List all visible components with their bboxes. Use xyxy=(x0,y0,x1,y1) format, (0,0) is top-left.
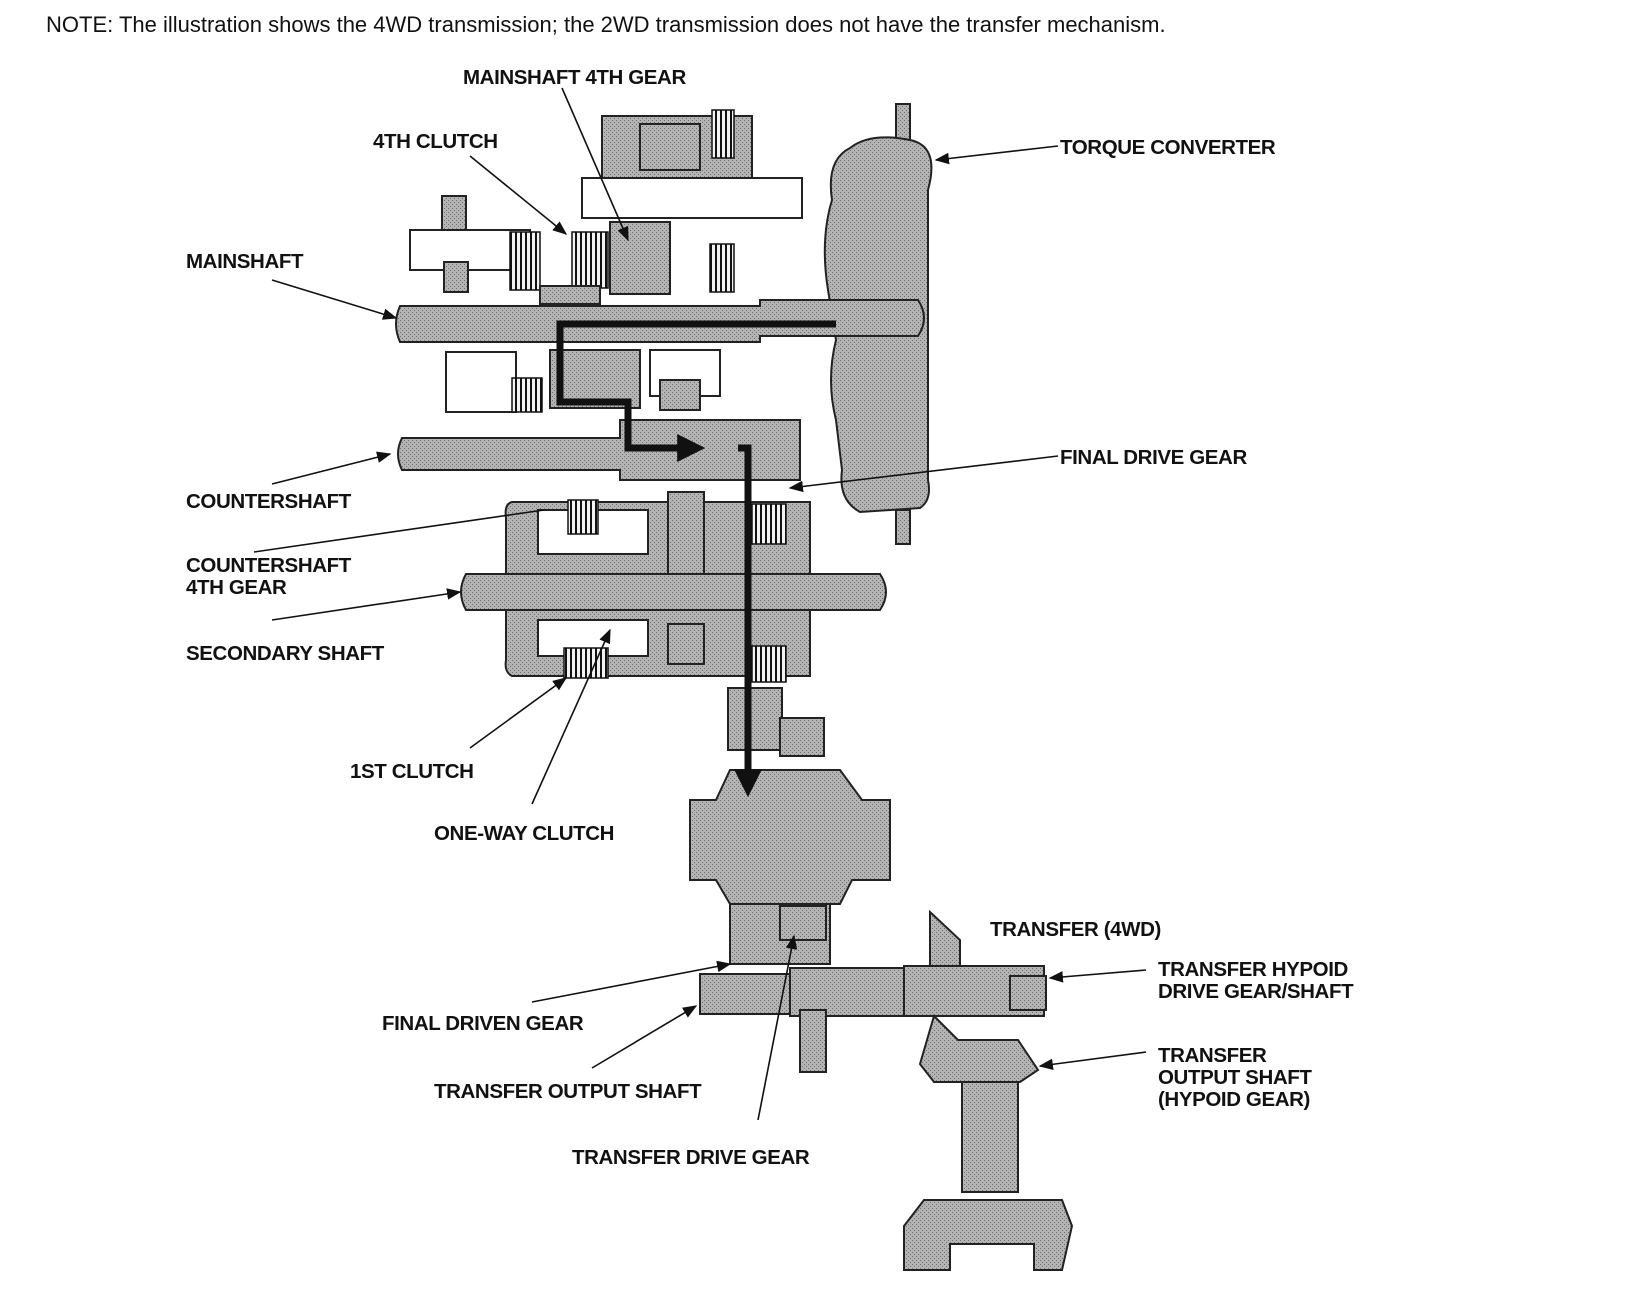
label-4th-clutch: 4TH CLUTCH xyxy=(373,130,498,153)
label-transfer-output-shaft: TRANSFER OUTPUT SHAFT xyxy=(434,1080,702,1103)
label-final-drive-gear: FINAL DRIVE GEAR xyxy=(1060,446,1247,469)
power-flow-path-2 xyxy=(734,444,762,798)
label-transfer-drive-gear: TRANSFER DRIVE GEAR xyxy=(572,1146,810,1169)
label-1st-clutch: 1ST CLUTCH xyxy=(350,760,474,783)
label-transfer-output-shaft-hypoid-line2: OUTPUT SHAFT xyxy=(1158,1066,1312,1089)
label-mainshaft-4th-gear: MAINSHAFT 4TH GEAR xyxy=(463,66,686,89)
power-flow-path xyxy=(556,320,836,462)
upper-clutch-group xyxy=(409,109,803,305)
middle-gear-group xyxy=(445,349,721,413)
labels: MAINSHAFT 4TH GEAR 4TH CLUTCH TORQUE CON… xyxy=(186,66,1354,1169)
label-final-driven-gear: FINAL DRIVEN GEAR xyxy=(382,1012,584,1035)
label-transfer-output-shaft-hypoid-line1: TRANSFER xyxy=(1158,1044,1267,1067)
secondary-shaft-group xyxy=(460,491,887,683)
label-transfer-4wd: TRANSFER (4WD) xyxy=(990,918,1161,941)
label-countershaft-4th-gear-line2: 4TH GEAR xyxy=(186,576,287,599)
label-secondary-shaft: SECONDARY SHAFT xyxy=(186,642,385,665)
label-torque-converter: TORQUE CONVERTER xyxy=(1060,136,1276,159)
differential-group xyxy=(689,687,891,965)
diagram-note: NOTE: The illustration shows the 4WD tra… xyxy=(46,12,1166,37)
label-one-way-clutch: ONE-WAY CLUTCH xyxy=(434,822,614,845)
label-countershaft: COUNTERSHAFT xyxy=(186,490,352,513)
leader-lines xyxy=(253,87,1147,1121)
label-transfer-hypoid-line2: DRIVE GEAR/SHAFT xyxy=(1158,980,1354,1003)
label-transfer-output-shaft-hypoid-line3: (HYPOID GEAR) xyxy=(1158,1088,1310,1111)
label-countershaft-4th-gear-line1: COUNTERSHAFT xyxy=(186,554,352,577)
label-mainshaft: MAINSHAFT xyxy=(186,250,304,273)
label-transfer-hypoid-line1: TRANSFER HYPOID xyxy=(1158,958,1348,981)
secondary-shaft xyxy=(460,573,887,611)
transfer-group xyxy=(699,909,1074,1271)
